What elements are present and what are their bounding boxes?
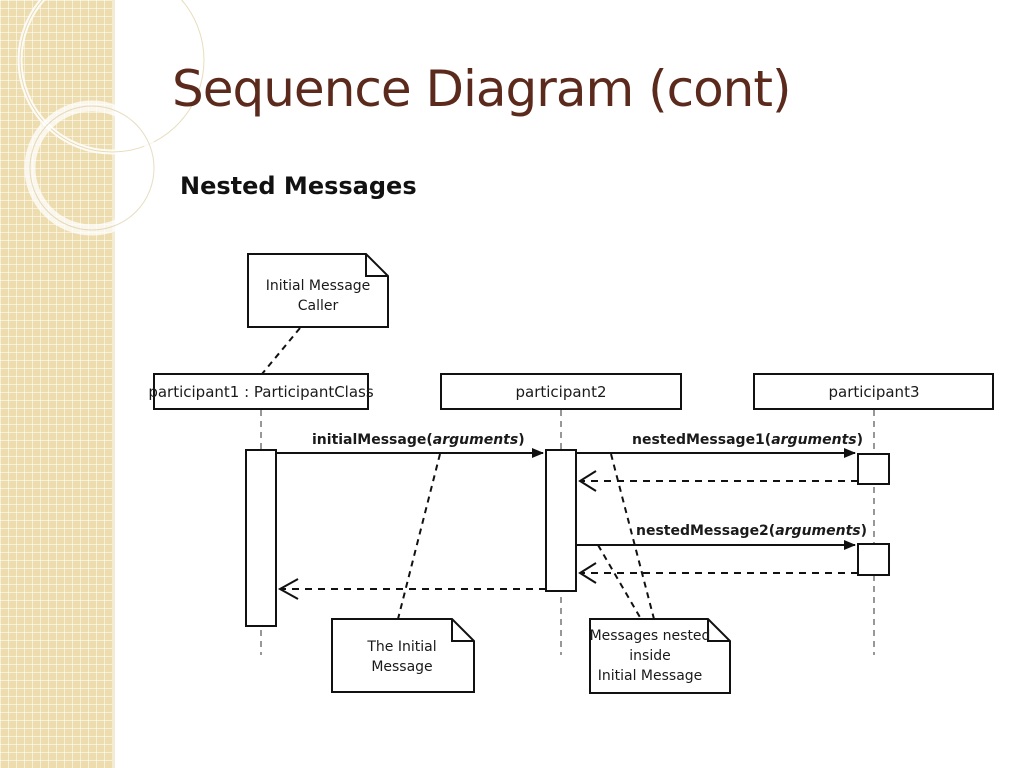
note-nested-connector-b (597, 544, 642, 620)
activation-participant3-second (857, 543, 890, 576)
activation-participant1 (245, 449, 277, 627)
return-nested2-arrowhead (578, 562, 597, 584)
note-initial-line2: Message (371, 659, 432, 675)
participant3-box: participant3 (753, 373, 994, 410)
note-caller-connector (261, 327, 301, 375)
slide-title: Sequence Diagram (cont) (172, 60, 791, 118)
note-messages-nested: Messages nested inside Initial Message (589, 618, 731, 694)
note-the-initial-message: The Initial Message (331, 618, 475, 693)
participant2-label: participant2 (516, 383, 607, 401)
return-initial-arrowhead (277, 578, 299, 600)
note-nested-line2: inside (629, 648, 670, 664)
return-nested1-arrowhead (578, 470, 597, 492)
participant1-label: participant1 : ParticipantClass (148, 383, 374, 401)
message-initial-label: initialMessage(arguments) (312, 432, 525, 448)
activation-participant3-first (857, 453, 890, 485)
note-caller-line2: Caller (298, 298, 339, 314)
participant1-box: participant1 : ParticipantClass (148, 373, 374, 410)
note-initial-line1: The Initial (366, 639, 436, 655)
note-caller-line1: Initial Message (266, 278, 371, 294)
decorative-circles (17, 0, 207, 236)
slide-subtitle: Nested Messages (180, 172, 417, 200)
participant3-label: participant3 (829, 383, 920, 401)
participant2-box: participant2 (440, 373, 682, 410)
decorative-side-strip (0, 0, 115, 768)
note-initial-message-caller: Initial Message Caller (247, 253, 389, 328)
note-nested-line3: Initial Message (598, 668, 703, 684)
note-nested-line1: Messages nested (590, 628, 711, 644)
message-nested1-label: nestedMessage1(arguments) (632, 432, 863, 448)
note-initial-connector (397, 453, 441, 620)
activation-participant2 (545, 449, 577, 592)
message-nested2-label: nestedMessage2(arguments) (636, 523, 867, 539)
